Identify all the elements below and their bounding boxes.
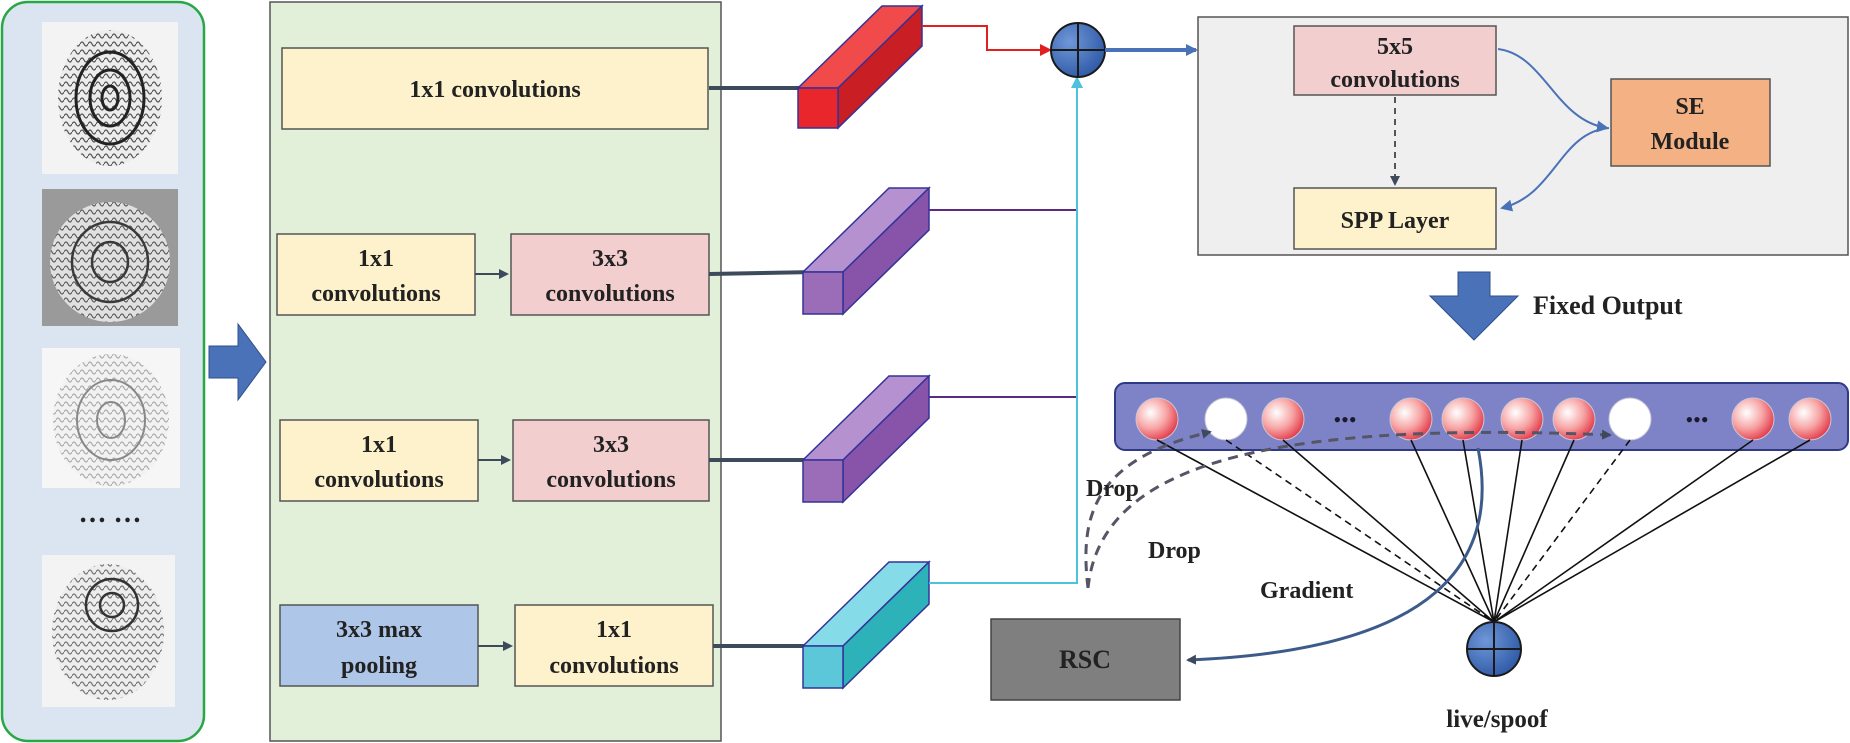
fingerprint-image-2 xyxy=(42,189,178,326)
fingerprint-image-1 xyxy=(42,22,178,174)
drop-arrow-2 xyxy=(1086,429,1612,589)
svg-text:convolutions: convolutions xyxy=(314,467,443,493)
svg-text:convolutions: convolutions xyxy=(1330,67,1459,93)
drop-arrow-1 xyxy=(1084,428,1212,589)
output-label: live/spoof xyxy=(1446,706,1548,733)
neuron-connection xyxy=(1282,439,1495,623)
active-neuron xyxy=(1135,397,1179,441)
neuron-connection xyxy=(1462,439,1495,623)
svg-text:1x1: 1x1 xyxy=(596,617,632,643)
branch2-output-arrow xyxy=(708,267,818,278)
svg-text:3x3: 3x3 xyxy=(593,432,629,458)
neuron-connection xyxy=(1410,439,1495,623)
branch4-conv1x1-box: 1x1 convolutions xyxy=(514,604,714,687)
conv5x5-box: 5x5 convolutions xyxy=(1293,25,1497,96)
svg-text:convolutions: convolutions xyxy=(546,467,675,493)
cyan-connector xyxy=(929,76,1083,584)
gradient-arrow xyxy=(1186,447,1484,665)
svg-text:pooling: pooling xyxy=(341,653,417,679)
branch2-conv1x1-box: 1x1 convolutions xyxy=(276,233,476,316)
branch2-conv3x3-box: 3x3 convolutions xyxy=(510,233,710,316)
svg-text:convolutions: convolutions xyxy=(549,653,678,679)
svg-text:Module: Module xyxy=(1651,129,1730,155)
svg-text:SPP Layer: SPP Layer xyxy=(1341,208,1450,234)
dropped-neuron xyxy=(1608,397,1652,441)
fixed-output-arrow-icon xyxy=(1428,271,1520,341)
svg-text:3x3: 3x3 xyxy=(592,246,628,272)
input-arrow-icon xyxy=(208,322,267,402)
drop-label-2: Drop xyxy=(1148,538,1201,564)
active-neuron xyxy=(1788,397,1832,441)
fixed-output-label: Fixed Output xyxy=(1533,291,1683,320)
svg-text:convolutions: convolutions xyxy=(311,281,440,307)
svg-text:RSC: RSC xyxy=(1059,645,1111,674)
svg-text:SE: SE xyxy=(1675,94,1704,120)
neuron-connection xyxy=(1493,439,1523,623)
drop-label-1: Drop xyxy=(1086,476,1139,502)
gradient-label: Gradient xyxy=(1260,578,1353,604)
branch3-conv3x3-box: 3x3 convolutions xyxy=(512,419,710,502)
concat-sum-icon xyxy=(1050,22,1106,78)
spp-layer-box: SPP Layer xyxy=(1293,187,1497,250)
dropped-connection xyxy=(1493,439,1631,623)
branch1-conv1x1-box: 1x1 convolutions xyxy=(281,47,709,130)
svg-text:3x3 max: 3x3 max xyxy=(336,617,422,643)
dense-connections xyxy=(1156,439,1811,623)
neuron-connection xyxy=(1493,439,1575,623)
fingerprint-image-4 xyxy=(42,555,175,707)
dense-ellipsis: ••• xyxy=(1333,407,1356,432)
input-ellipsis: … … xyxy=(79,498,142,529)
red-connector xyxy=(922,25,1052,56)
conv-to-se-arrow xyxy=(1497,48,1609,133)
feature-block-purple-2 xyxy=(801,374,931,504)
feature-block-purple-1 xyxy=(801,186,931,316)
rsc-box: RSC xyxy=(990,618,1181,701)
neuron-connection xyxy=(1493,439,1754,623)
output-sum-icon xyxy=(1466,621,1522,677)
dropped-neuron xyxy=(1204,397,1248,441)
active-neuron xyxy=(1731,397,1775,441)
branch4-maxpool-box: 3x3 max pooling xyxy=(279,604,479,687)
svg-text:5x5: 5x5 xyxy=(1377,34,1413,60)
dropped-connection xyxy=(1225,439,1495,623)
branch3-conv1x1-box: 1x1 convolutions xyxy=(279,419,479,502)
feature-block-cyan xyxy=(801,560,931,690)
neuron-connection xyxy=(1493,439,1811,623)
svg-text:1x1 convolutions: 1x1 convolutions xyxy=(409,77,580,103)
active-neuron xyxy=(1261,397,1305,441)
dense-ellipsis: ••• xyxy=(1685,407,1708,432)
se-to-spp-arrow xyxy=(1500,127,1610,212)
svg-text:convolutions: convolutions xyxy=(545,281,674,307)
svg-text:1x1: 1x1 xyxy=(361,432,397,458)
svg-text:1x1: 1x1 xyxy=(358,246,394,272)
feature-block-red xyxy=(796,4,924,130)
se-module-box: SE Module xyxy=(1610,78,1771,167)
fingerprint-image-3 xyxy=(42,348,180,488)
